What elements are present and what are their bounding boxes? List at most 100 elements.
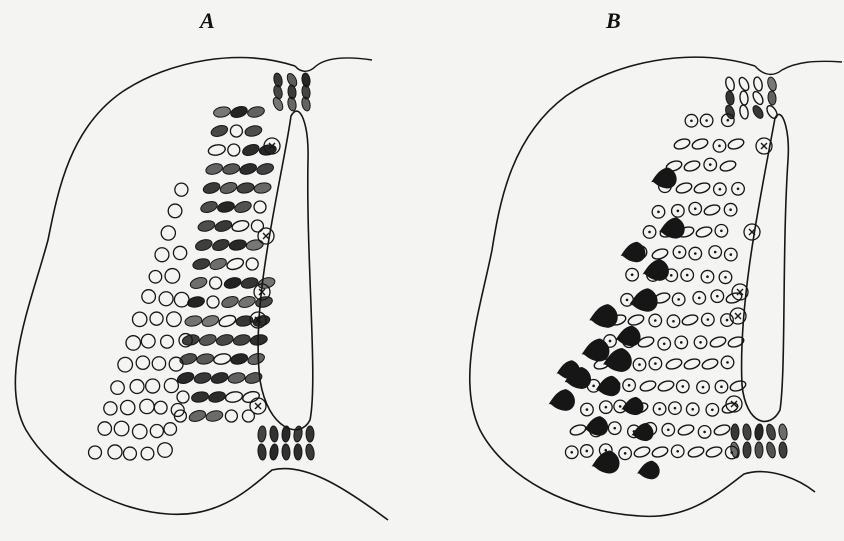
open-cell — [161, 226, 175, 240]
cell-nucleus-dot — [667, 428, 670, 431]
dark-oval-cell — [241, 142, 260, 157]
light-oval-cell — [683, 357, 701, 371]
dark-oval-cell — [179, 352, 198, 366]
cell-nucleus-dot — [585, 450, 588, 453]
panel-a — [15, 58, 388, 520]
light-oval-cell — [693, 181, 711, 195]
cell-nucleus-dot — [699, 341, 702, 344]
light-oval-cell — [701, 357, 719, 371]
cell-nucleus-dot — [703, 431, 706, 434]
light-oval-cell — [569, 423, 587, 437]
dark-oval-cell — [230, 352, 249, 365]
cell-nucleus-dot — [677, 298, 680, 301]
cell-nucleus-dot — [604, 449, 607, 452]
cell-nucleus-dot — [624, 452, 627, 455]
cell-nucleus-dot — [592, 385, 595, 388]
cell-cross-mark — [263, 233, 269, 239]
cell-nucleus-dot — [619, 405, 622, 408]
cell-nucleus-dot — [681, 385, 684, 388]
open-cell — [175, 183, 188, 196]
dark-oval-cell — [189, 276, 208, 291]
dark-oval-cell — [232, 333, 251, 347]
cell-nucleus-dot — [657, 211, 660, 214]
light-oval-cell — [627, 313, 645, 327]
open-cell — [167, 312, 182, 327]
dark-oval-cell — [271, 96, 284, 112]
dark-oval-cell — [188, 409, 207, 424]
open-cell — [168, 204, 182, 218]
dark-pyramidal-cell — [643, 259, 669, 281]
open-cell — [210, 277, 222, 289]
dark-oval-cell — [247, 352, 266, 367]
open-cell — [158, 443, 173, 458]
dark-oval-cell — [306, 426, 314, 442]
dark-oval-cell — [257, 444, 267, 461]
light-oval-cell — [705, 445, 723, 459]
cell-nucleus-dot — [663, 342, 666, 345]
dark-oval-cell — [198, 333, 217, 347]
dark-oval-cell — [751, 90, 765, 106]
dark-oval-cell — [222, 162, 241, 175]
dark-oval-cell — [767, 91, 776, 106]
open-cell — [228, 144, 240, 156]
dark-oval-cell — [724, 104, 736, 120]
light-oval-cell — [683, 159, 701, 173]
dark-oval-cell — [257, 426, 266, 443]
open-cell — [230, 125, 242, 137]
dark-oval-cell — [753, 76, 764, 91]
cell-nucleus-dot — [727, 119, 730, 122]
cell-nucleus-dot — [658, 408, 661, 411]
cell-nucleus-dot — [672, 320, 675, 323]
dark-oval-cell — [197, 219, 216, 233]
open-cell — [126, 336, 141, 351]
cell-nucleus-dot — [706, 275, 709, 278]
light-oval-cell — [695, 225, 713, 239]
dark-oval-cell — [255, 295, 274, 309]
dark-oval-cell — [196, 353, 215, 366]
dark-oval-cell — [202, 181, 221, 195]
open-cell — [104, 402, 117, 415]
cell-nucleus-dot — [729, 208, 732, 211]
dark-pyramidal-cell — [596, 376, 621, 396]
open-cell — [89, 446, 102, 459]
dark-oval-cell — [217, 200, 236, 213]
dark-oval-cell — [739, 104, 750, 119]
light-oval-cell — [729, 379, 747, 393]
cell-nucleus-dot — [694, 207, 697, 210]
open-cell — [132, 424, 147, 439]
light-oval-cell — [703, 203, 721, 217]
dark-pyramidal-cell — [621, 242, 646, 263]
dark-oval-cell — [739, 91, 749, 106]
dark-oval-cell — [766, 76, 778, 92]
dark-oval-cell — [765, 441, 777, 459]
dark-oval-cell — [305, 443, 316, 460]
dark-oval-cell — [218, 313, 237, 328]
light-oval-cell — [677, 423, 695, 437]
light-oval-cell — [675, 181, 693, 195]
cell-nucleus-dot — [691, 408, 694, 411]
light-oval-cell — [665, 357, 683, 371]
dark-pyramidal-cell — [629, 288, 657, 311]
light-oval-cell — [651, 247, 669, 261]
dark-oval-cell — [269, 444, 279, 461]
dark-oval-cell — [246, 239, 265, 252]
cell-nucleus-dot — [719, 188, 722, 191]
cell-nucleus-dot — [705, 119, 708, 122]
dark-oval-cell — [751, 104, 765, 120]
light-oval-cell — [727, 137, 745, 151]
dark-oval-cell — [187, 295, 206, 308]
dark-oval-cell — [199, 200, 218, 215]
dark-pyramidal-cell — [615, 326, 640, 347]
dark-oval-cell — [236, 182, 254, 195]
dark-oval-cell — [194, 238, 213, 253]
open-cell — [254, 201, 266, 213]
dark-oval-cell — [281, 426, 290, 443]
cell-nucleus-dot — [709, 163, 712, 166]
dark-oval-cell — [229, 105, 248, 120]
panel-b-cell-group — [549, 76, 788, 479]
open-cell — [164, 423, 177, 436]
cell-nucleus-dot — [690, 119, 693, 122]
dark-pyramidal-cell — [592, 450, 620, 473]
cell-nucleus-dot — [726, 361, 729, 364]
light-oval-cell — [687, 445, 705, 459]
